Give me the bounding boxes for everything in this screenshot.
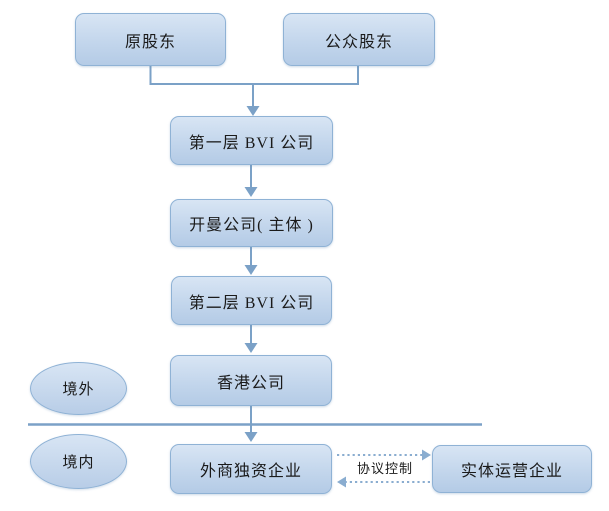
node-cayman-company: 开曼公司( 主体 ) (170, 199, 333, 247)
region-offshore-ellipse: 境外 (30, 362, 127, 415)
node-bvi-layer-2: 第二层 BVI 公司 (171, 276, 332, 325)
arrow-cayman-bvi2-head (244, 265, 258, 275)
region-onshore-ellipse: 境内 (30, 434, 127, 489)
node-public-shareholders: 公众股东 (283, 13, 435, 66)
merge-bracket-line (149, 66, 359, 85)
arrow-hk-wfoe-head (244, 432, 258, 442)
node-original-shareholders: 原股东 (75, 13, 226, 66)
vie-agreement-label: 协议控制 (356, 461, 413, 476)
node-bvi-layer-1: 第一层 BVI 公司 (170, 116, 333, 165)
vie-arrow-right-head (422, 449, 431, 461)
arrow-to-bvi1-head (246, 106, 260, 116)
node-operating-entity: 实体运营企业 (432, 445, 592, 493)
node-wfoe: 外商独资企业 (170, 444, 332, 494)
node-hongkong-company: 香港公司 (170, 355, 332, 406)
arrow-bvi2-hk-head (244, 343, 258, 353)
arrow-bvi1-cayman-head (244, 187, 258, 197)
vie-arrow-left-head (337, 476, 346, 488)
